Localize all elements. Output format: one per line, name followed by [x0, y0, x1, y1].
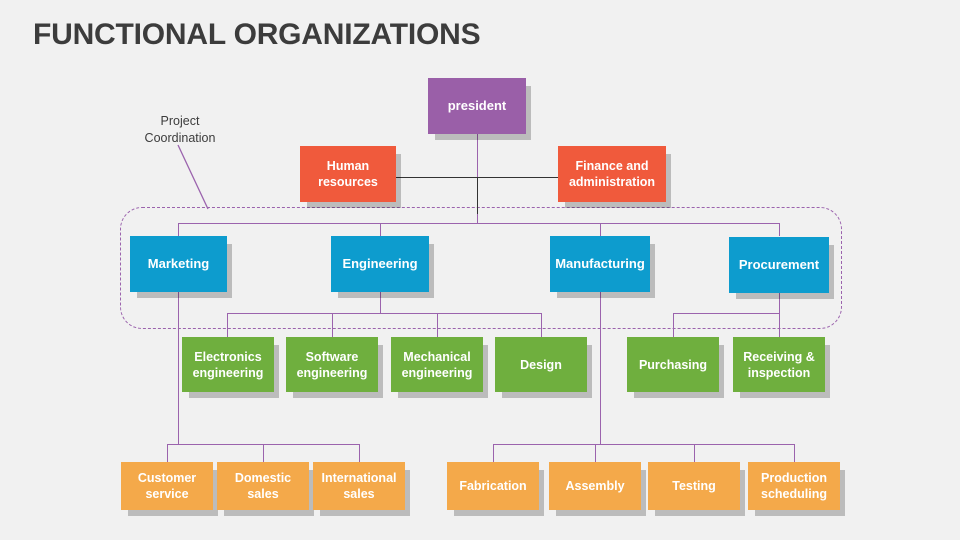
- node-customer-service-label-line1: Customer: [137, 471, 197, 485]
- connector-manufacturing-stem: [600, 292, 601, 444]
- page-title: FUNCTIONAL ORGANIZATIONS: [33, 18, 481, 51]
- node-assembly-label: Assembly: [565, 479, 625, 493]
- annotation-line-1: Project: [160, 114, 200, 128]
- connector-drop-design: [541, 313, 542, 337]
- connector-president-to-dept-bus: [477, 214, 478, 224]
- annotation-project-coordination: Project Coordination: [136, 113, 224, 147]
- node-mechanical-engineering[interactable]: Mechanical engineering: [391, 337, 483, 392]
- node-purchasing[interactable]: Purchasing: [627, 337, 719, 392]
- node-domestic-sales-label: Domestic sales: [234, 471, 292, 501]
- node-customer-service-label-line2: service: [145, 487, 189, 501]
- annotation-line-2: Coordination: [144, 131, 216, 145]
- node-software-engineering-label-line2: engineering: [296, 365, 368, 380]
- connector-engineering-bus: [227, 313, 541, 314]
- connector-drop-electronics-engineering: [227, 313, 228, 337]
- connector-drop-software-engineering: [332, 313, 333, 337]
- project-coordination-boundary: [120, 207, 842, 329]
- connector-drop-purchasing: [673, 313, 674, 337]
- node-finance-and-administration[interactable]: Finance and administration: [558, 146, 666, 202]
- node-electronics-engineering-label-line1: Electronics: [194, 349, 262, 364]
- node-international-sales-label-line1: International: [321, 471, 397, 485]
- node-international-sales[interactable]: International sales: [313, 462, 405, 510]
- node-procurement[interactable]: Procurement: [729, 237, 829, 293]
- node-electronics-engineering-label-line2: engineering: [192, 365, 264, 380]
- connector-drop-production-scheduling: [794, 444, 795, 462]
- node-purchasing-label: Purchasing: [638, 357, 708, 372]
- node-marketing-label: Marketing: [147, 256, 210, 271]
- connector-procurement-bus: [673, 313, 780, 314]
- node-procurement-label: Procurement: [738, 257, 820, 272]
- node-production-scheduling-label-line2: scheduling: [761, 487, 827, 501]
- node-finance-and-administration-label-line2: administration: [568, 175, 656, 189]
- node-fabrication-label: Fabrication: [459, 479, 527, 493]
- node-fabrication[interactable]: Fabrication: [447, 462, 539, 510]
- node-engineering-label: Engineering: [342, 256, 418, 271]
- annotation-leader-line: [177, 144, 209, 210]
- connector-drop-customer-service: [167, 444, 168, 462]
- connector-drop-domestic-sales: [263, 444, 264, 462]
- node-human-resources-label-line1: Human: [326, 159, 370, 173]
- node-marketing[interactable]: Marketing: [130, 236, 227, 292]
- connector-engineering-stem: [380, 292, 381, 313]
- node-president[interactable]: president: [428, 78, 526, 134]
- node-customer-service[interactable]: Customer service: [121, 462, 213, 510]
- node-receiving-inspection-label-line2: inspection: [747, 365, 811, 380]
- node-software-engineering-label-line1: Software: [305, 349, 359, 364]
- node-production-scheduling[interactable]: Production scheduling: [748, 462, 840, 510]
- connector-drop-fabrication: [493, 444, 494, 462]
- node-electronics-engineering[interactable]: Electronics engineering: [182, 337, 274, 392]
- connector-department-bus: [178, 223, 779, 224]
- node-human-resources-label-line2: resources: [318, 175, 378, 189]
- node-testing-label: Testing: [672, 479, 716, 493]
- node-engineering[interactable]: Engineering: [331, 236, 429, 292]
- connector-drop-assembly: [595, 444, 596, 462]
- node-human-resources[interactable]: Human resources: [300, 146, 396, 202]
- connector-procurement-stem: [779, 292, 780, 313]
- node-receiving-inspection[interactable]: Receiving & inspection: [733, 337, 825, 392]
- node-international-sales-label-line2: sales: [343, 487, 375, 501]
- node-testing[interactable]: Testing: [648, 462, 740, 510]
- node-software-engineering[interactable]: Software engineering: [286, 337, 378, 392]
- connector-drop-receiving-inspection: [779, 313, 780, 337]
- node-manufacturing[interactable]: Manufacturing: [550, 236, 650, 292]
- connector-drop-manufacturing: [600, 223, 601, 236]
- connector-marketing-stem: [178, 292, 179, 444]
- node-design-label: Design: [520, 357, 562, 372]
- node-assembly[interactable]: Assembly: [549, 462, 641, 510]
- connector-drop-procurement: [779, 223, 780, 236]
- connector-president-stem: [477, 134, 478, 177]
- node-mechanical-engineering-label-line2: engineering: [401, 365, 473, 380]
- connector-drop-engineering: [380, 223, 381, 236]
- node-receiving-inspection-label-line1: Receiving &: [743, 349, 815, 364]
- connector-drop-mechanical-engineering: [437, 313, 438, 337]
- node-finance-and-administration-label-line1: Finance and: [575, 159, 649, 173]
- node-mechanical-engineering-label-line1: Mechanical: [403, 349, 471, 364]
- connector-drop-international-sales: [359, 444, 360, 462]
- connector-drop-marketing: [178, 223, 179, 236]
- node-manufacturing-label: Manufacturing: [555, 256, 645, 271]
- connector-drop-testing: [694, 444, 695, 462]
- node-production-scheduling-label-line1: Production: [761, 471, 827, 485]
- connector-manufacturing-bus: [493, 444, 794, 445]
- node-president-label: president: [447, 98, 507, 113]
- node-design[interactable]: Design: [495, 337, 587, 392]
- node-domestic-sales[interactable]: Domestic sales: [217, 462, 309, 510]
- connector-president-trunk: [477, 177, 478, 222]
